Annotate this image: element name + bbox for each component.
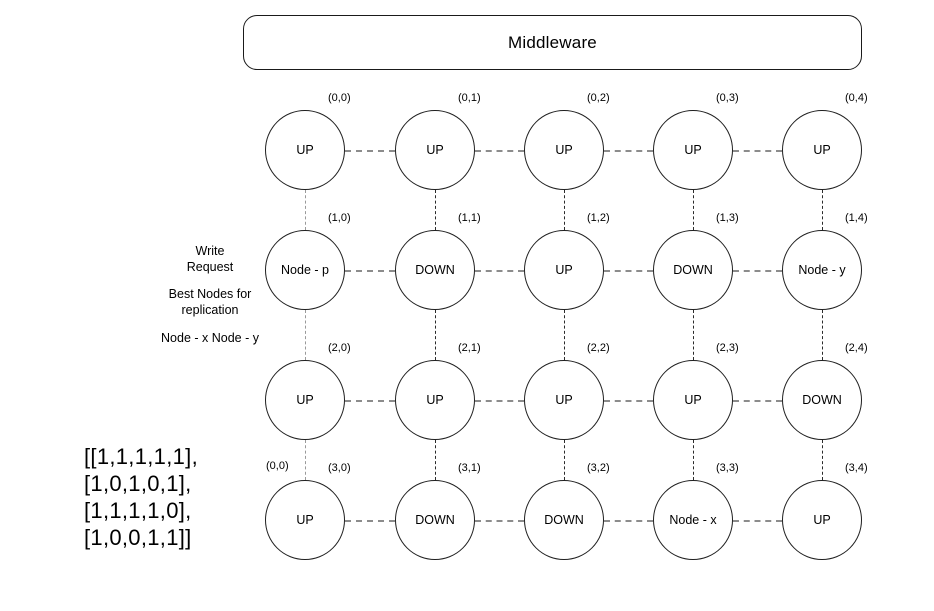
link-vertical-2-3 (693, 440, 694, 480)
node-3-0[interactable]: UP (265, 480, 345, 560)
annotation-best-nodes: Best Nodes for replication (168, 287, 252, 317)
link-horizontal-2-3 (733, 400, 782, 402)
link-vertical-1-4 (822, 310, 823, 360)
node-state-label: DOWN (544, 513, 584, 527)
link-horizontal-1-1 (475, 270, 524, 272)
node-state-label: UP (684, 393, 702, 407)
node-coord-2-2: (2,2) (587, 342, 610, 354)
node-2-0[interactable]: UP (265, 360, 345, 440)
node-state-label: DOWN (415, 513, 455, 527)
node-state-label: UP (813, 143, 831, 157)
middleware-box: Middleware (243, 15, 862, 70)
link-horizontal-1-2 (604, 270, 653, 272)
node-coord-0-1: (0,1) (458, 92, 481, 104)
node-3-3[interactable]: Node - x (653, 480, 733, 560)
link-vertical-1-1 (435, 310, 436, 360)
node-0-4[interactable]: UP (782, 110, 862, 190)
node-state-label: DOWN (415, 263, 455, 277)
node-coord-1-2: (1,2) (587, 212, 610, 224)
node-coord-3-4: (3,4) (845, 462, 868, 474)
node-state-label: UP (296, 393, 314, 407)
node-state-label: DOWN (673, 263, 713, 277)
node-coord-2-3: (2,3) (716, 342, 739, 354)
node-state-label: UP (684, 143, 702, 157)
node-state-label: Node - x (669, 513, 717, 527)
node-coord-0-3: (0,3) (716, 92, 739, 104)
node-state-label: UP (555, 143, 573, 157)
link-horizontal-3-3 (733, 520, 782, 522)
node-state-label: Node - p (281, 263, 329, 277)
link-horizontal-2-2 (604, 400, 653, 402)
annotation-chosen-nodes: Node - x Node - y (161, 331, 259, 345)
link-vertical-2-4 (822, 440, 823, 480)
node-state-label: UP (296, 513, 314, 527)
link-horizontal-1-3 (733, 270, 782, 272)
node-coord-3-3: (3,3) (716, 462, 739, 474)
node-coord-3-1: (3,1) (458, 462, 481, 474)
node-1-2[interactable]: UP (524, 230, 604, 310)
node-0-0[interactable]: UP (265, 110, 345, 190)
link-horizontal-0-0 (345, 150, 395, 152)
node-3-4[interactable]: UP (782, 480, 862, 560)
node-coord-1-4: (1,4) (845, 212, 868, 224)
node-0-1[interactable]: UP (395, 110, 475, 190)
link-vertical-0-2 (564, 190, 565, 230)
node-coord-3-0: (3,0) (328, 462, 351, 474)
node-2-3[interactable]: UP (653, 360, 733, 440)
node-coord-0-0: (0,0) (328, 92, 351, 104)
link-horizontal-0-1 (475, 150, 524, 152)
link-horizontal-3-1 (475, 520, 524, 522)
node-state-label: UP (555, 263, 573, 277)
node-coord-0-4: (0,4) (845, 92, 868, 104)
link-vertical-1-2 (564, 310, 565, 360)
link-vertical-1-0 (305, 310, 306, 360)
link-horizontal-0-3 (733, 150, 782, 152)
node-1-1[interactable]: DOWN (395, 230, 475, 310)
annotation-adjacency-matrix: [[1,1,1,1,1], [1,0,1,0,1], [1,1,1,1,0], … (84, 444, 198, 550)
link-vertical-0-1 (435, 190, 436, 230)
node-2-2[interactable]: UP (524, 360, 604, 440)
node-state-label: Node - y (798, 263, 846, 277)
link-horizontal-2-0 (345, 400, 395, 402)
node-coord-3-2: (3,2) (587, 462, 610, 474)
link-vertical-1-3 (693, 310, 694, 360)
link-horizontal-3-2 (604, 520, 653, 522)
node-1-3[interactable]: DOWN (653, 230, 733, 310)
node-state-label: UP (555, 393, 573, 407)
node-2-1[interactable]: UP (395, 360, 475, 440)
node-1-0[interactable]: Node - p (265, 230, 345, 310)
node-coord-1-3: (1,3) (716, 212, 739, 224)
middleware-title: Middleware (508, 32, 597, 52)
node-0-2[interactable]: UP (524, 110, 604, 190)
link-vertical-2-1 (435, 440, 436, 480)
node-state-label: DOWN (802, 393, 842, 407)
node-coord-2-0: (2,0) (328, 342, 351, 354)
node-state-label: UP (426, 143, 444, 157)
node-state-label: UP (426, 393, 444, 407)
annotation-write-request: Write Request (186, 244, 234, 274)
link-vertical-0-0 (305, 190, 306, 230)
node-3-2[interactable]: DOWN (524, 480, 604, 560)
node-coord-1-0: (1,0) (328, 212, 351, 224)
link-horizontal-3-0 (345, 520, 395, 522)
node-coord-2-4: (2,4) (845, 342, 868, 354)
node-0-3[interactable]: UP (653, 110, 733, 190)
link-vertical-2-2 (564, 440, 565, 480)
node-1-4[interactable]: Node - y (782, 230, 862, 310)
node-coord-1-1: (1,1) (458, 212, 481, 224)
link-horizontal-1-0 (345, 270, 395, 272)
node-coord-0-2: (0,2) (587, 92, 610, 104)
link-vertical-0-3 (693, 190, 694, 230)
link-vertical-2-0 (305, 440, 306, 480)
node-3-1[interactable]: DOWN (395, 480, 475, 560)
link-horizontal-0-2 (604, 150, 653, 152)
node-2-4[interactable]: DOWN (782, 360, 862, 440)
node-coord-2-1: (2,1) (458, 342, 481, 354)
link-vertical-0-4 (822, 190, 823, 230)
node-state-label: UP (813, 513, 831, 527)
link-horizontal-2-1 (475, 400, 524, 402)
stray-coord-label: (0,0) (266, 460, 289, 472)
node-state-label: UP (296, 143, 314, 157)
